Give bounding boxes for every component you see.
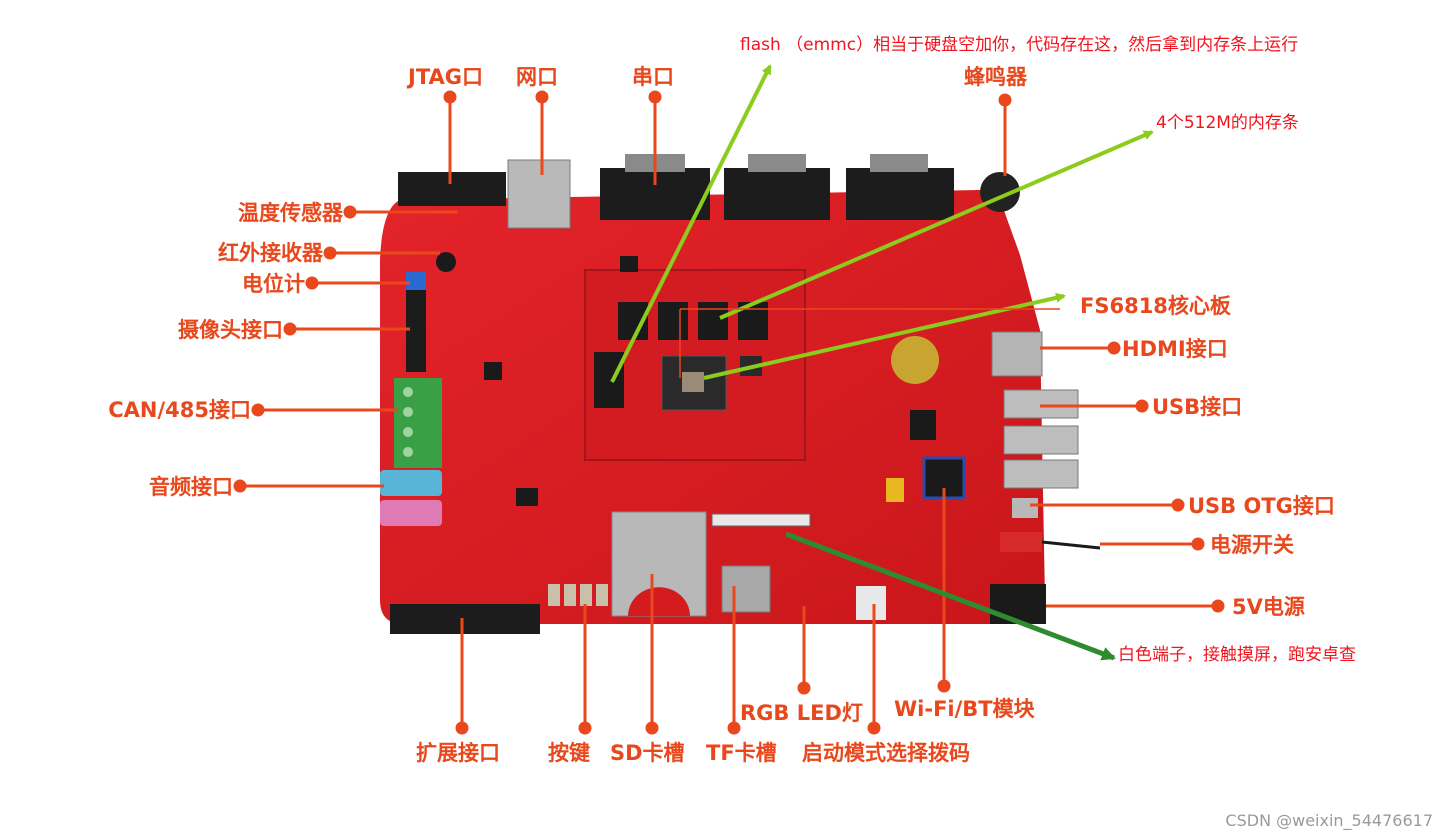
label-hdmi: HDMI接口 (1122, 337, 1228, 361)
label-sd-slot: SD卡槽 (610, 741, 685, 765)
label-usb-otg: USB OTG接口 (1188, 494, 1335, 518)
watermark: CSDN @weixin_54476617 (1225, 811, 1433, 830)
jtag-header (398, 172, 506, 206)
ram-arrow (719, 130, 1154, 320)
flash-arrow (610, 64, 772, 383)
label-wifi-bt: Wi-Fi/BT模块 (894, 697, 1035, 721)
label-serial: 串口 (632, 65, 674, 89)
label-usb: USB接口 (1152, 395, 1243, 419)
potentiometer (406, 272, 426, 290)
camera-header (406, 290, 426, 372)
serial-port (846, 168, 954, 220)
can485-terminal (394, 378, 442, 468)
flash-chip (594, 352, 624, 408)
label-can485: CAN/485接口 (108, 398, 251, 422)
dc-jack (990, 584, 1046, 624)
tf-slot (721, 565, 771, 613)
serial-port (724, 168, 830, 220)
label-ir-receiver: 红外接收器 (218, 241, 323, 265)
label-audio: 音频接口 (149, 475, 233, 499)
label-core-board: FS6818核心板 (1080, 294, 1231, 318)
label-network: 网口 (516, 65, 558, 89)
label-power-switch: 电源开关 (1210, 533, 1294, 557)
push-button (596, 584, 608, 606)
hdmi-port (991, 331, 1043, 377)
boot-dip-switch (856, 586, 886, 620)
push-button (580, 584, 592, 606)
expansion-header (390, 604, 540, 634)
label-5v: 5V电源 (1232, 595, 1305, 619)
pcb-board (380, 154, 1101, 634)
touch-arrow (785, 531, 1116, 661)
usb-port (1003, 389, 1079, 419)
audio-jack (380, 500, 442, 526)
ram-chip (698, 302, 728, 340)
label-boot-dip: 启动模式选择拨码 (802, 741, 970, 765)
label-potentiometer: 电位计 (242, 272, 305, 296)
push-button (564, 584, 576, 606)
label-buzzer: 蜂鸣器 (964, 65, 1027, 89)
leader-lines (233, 90, 1225, 735)
audio-jack (380, 470, 442, 496)
label-jtag: JTAG口 (408, 65, 483, 89)
ir-receiver (436, 252, 456, 272)
label-temp-sensor: 温度传感器 (238, 201, 343, 225)
label-expansion: 扩展接口 (416, 741, 500, 765)
power-switch (1000, 532, 1042, 552)
touch-fpc-connector (711, 513, 811, 527)
push-button (548, 584, 560, 606)
note-flash: flash （emmc）相当于硬盘空加你，代码存在这，然后拿到内存条上运行 (740, 35, 1299, 55)
label-rgb-led: RGB LED灯 (740, 701, 863, 725)
rtc-battery (891, 336, 939, 384)
label-tf-slot: TF卡槽 (706, 741, 777, 765)
usb-otg-port (1012, 498, 1038, 518)
ethernet-port (507, 159, 571, 229)
usb-port (1003, 459, 1079, 489)
ram-chip (658, 302, 688, 340)
label-button: 按键 (548, 741, 590, 765)
note-touch: 白色端子，接触摸屏，跑安卓查 (1118, 645, 1356, 665)
usb-port (1003, 425, 1079, 455)
annotation-arrows (610, 64, 1154, 661)
label-camera: 摄像头接口 (178, 318, 283, 342)
note-ram: 4个512M的内存条 (1156, 113, 1299, 133)
